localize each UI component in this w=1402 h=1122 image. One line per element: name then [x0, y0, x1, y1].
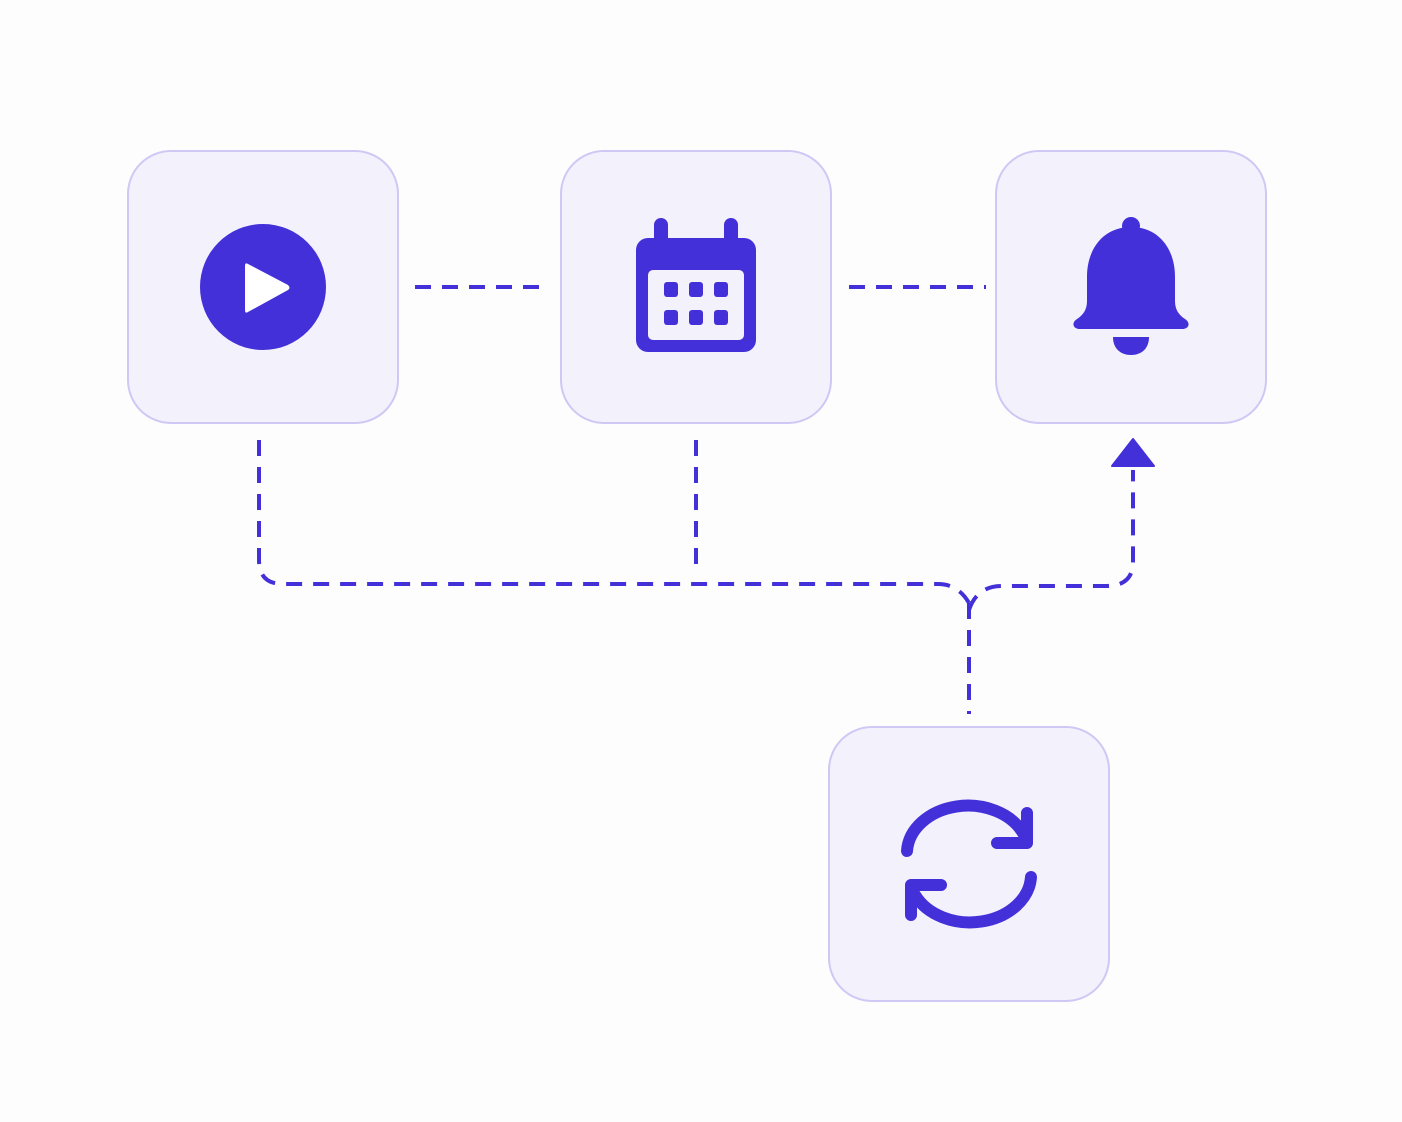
- sync-icon: [901, 799, 1037, 929]
- arrowhead-to-bell: [1111, 438, 1155, 467]
- bell-icon: [1073, 217, 1189, 355]
- node-calendar[interactable]: [560, 150, 832, 424]
- node-play[interactable]: [127, 150, 399, 424]
- calendar-icon: [636, 218, 756, 352]
- play-circle-icon: [200, 224, 326, 350]
- edge-play-branch: [257, 440, 971, 605]
- node-bell[interactable]: [995, 150, 1267, 424]
- edge-bell-branch: [967, 470, 1135, 611]
- node-sync[interactable]: [828, 726, 1110, 1002]
